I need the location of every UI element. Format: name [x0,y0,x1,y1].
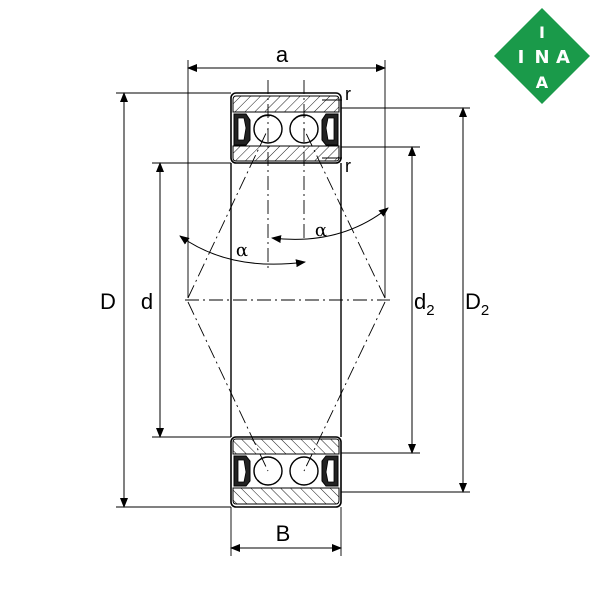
alpha-arc-right [271,207,389,244]
label-r-bottom: r [345,156,351,176]
logo-letter-top: I [539,23,545,42]
ina-logo: I I N A A [494,8,590,104]
label-D2: D2 [465,289,489,319]
contact-line-tr [303,128,386,299]
label-a: a [276,42,289,67]
label-d2: d2 [414,289,435,319]
label-d: d [141,289,153,314]
label-B: B [276,521,291,546]
logo-letter-mid-left: I [518,47,525,68]
dimension-lines [120,64,467,552]
logo-letter-bottom: A [536,73,549,92]
label-r-top: r [345,84,351,104]
bearing-section-bottom [230,436,342,508]
alpha-arc-left [179,235,306,268]
label-alpha-right: α [315,220,327,241]
label-alpha-left: α [236,240,248,261]
logo-letter-mid-center: N [534,47,549,68]
contact-line-bl [187,301,269,472]
center-lines [185,80,390,472]
label-D: D [100,289,116,314]
contact-line-tl [187,128,269,299]
contact-line-br [303,301,386,472]
bearing-section-top [230,92,342,164]
labels: a B D d d2 D2 r r α α [100,42,489,546]
logo-letter-mid-right: A [556,47,570,68]
